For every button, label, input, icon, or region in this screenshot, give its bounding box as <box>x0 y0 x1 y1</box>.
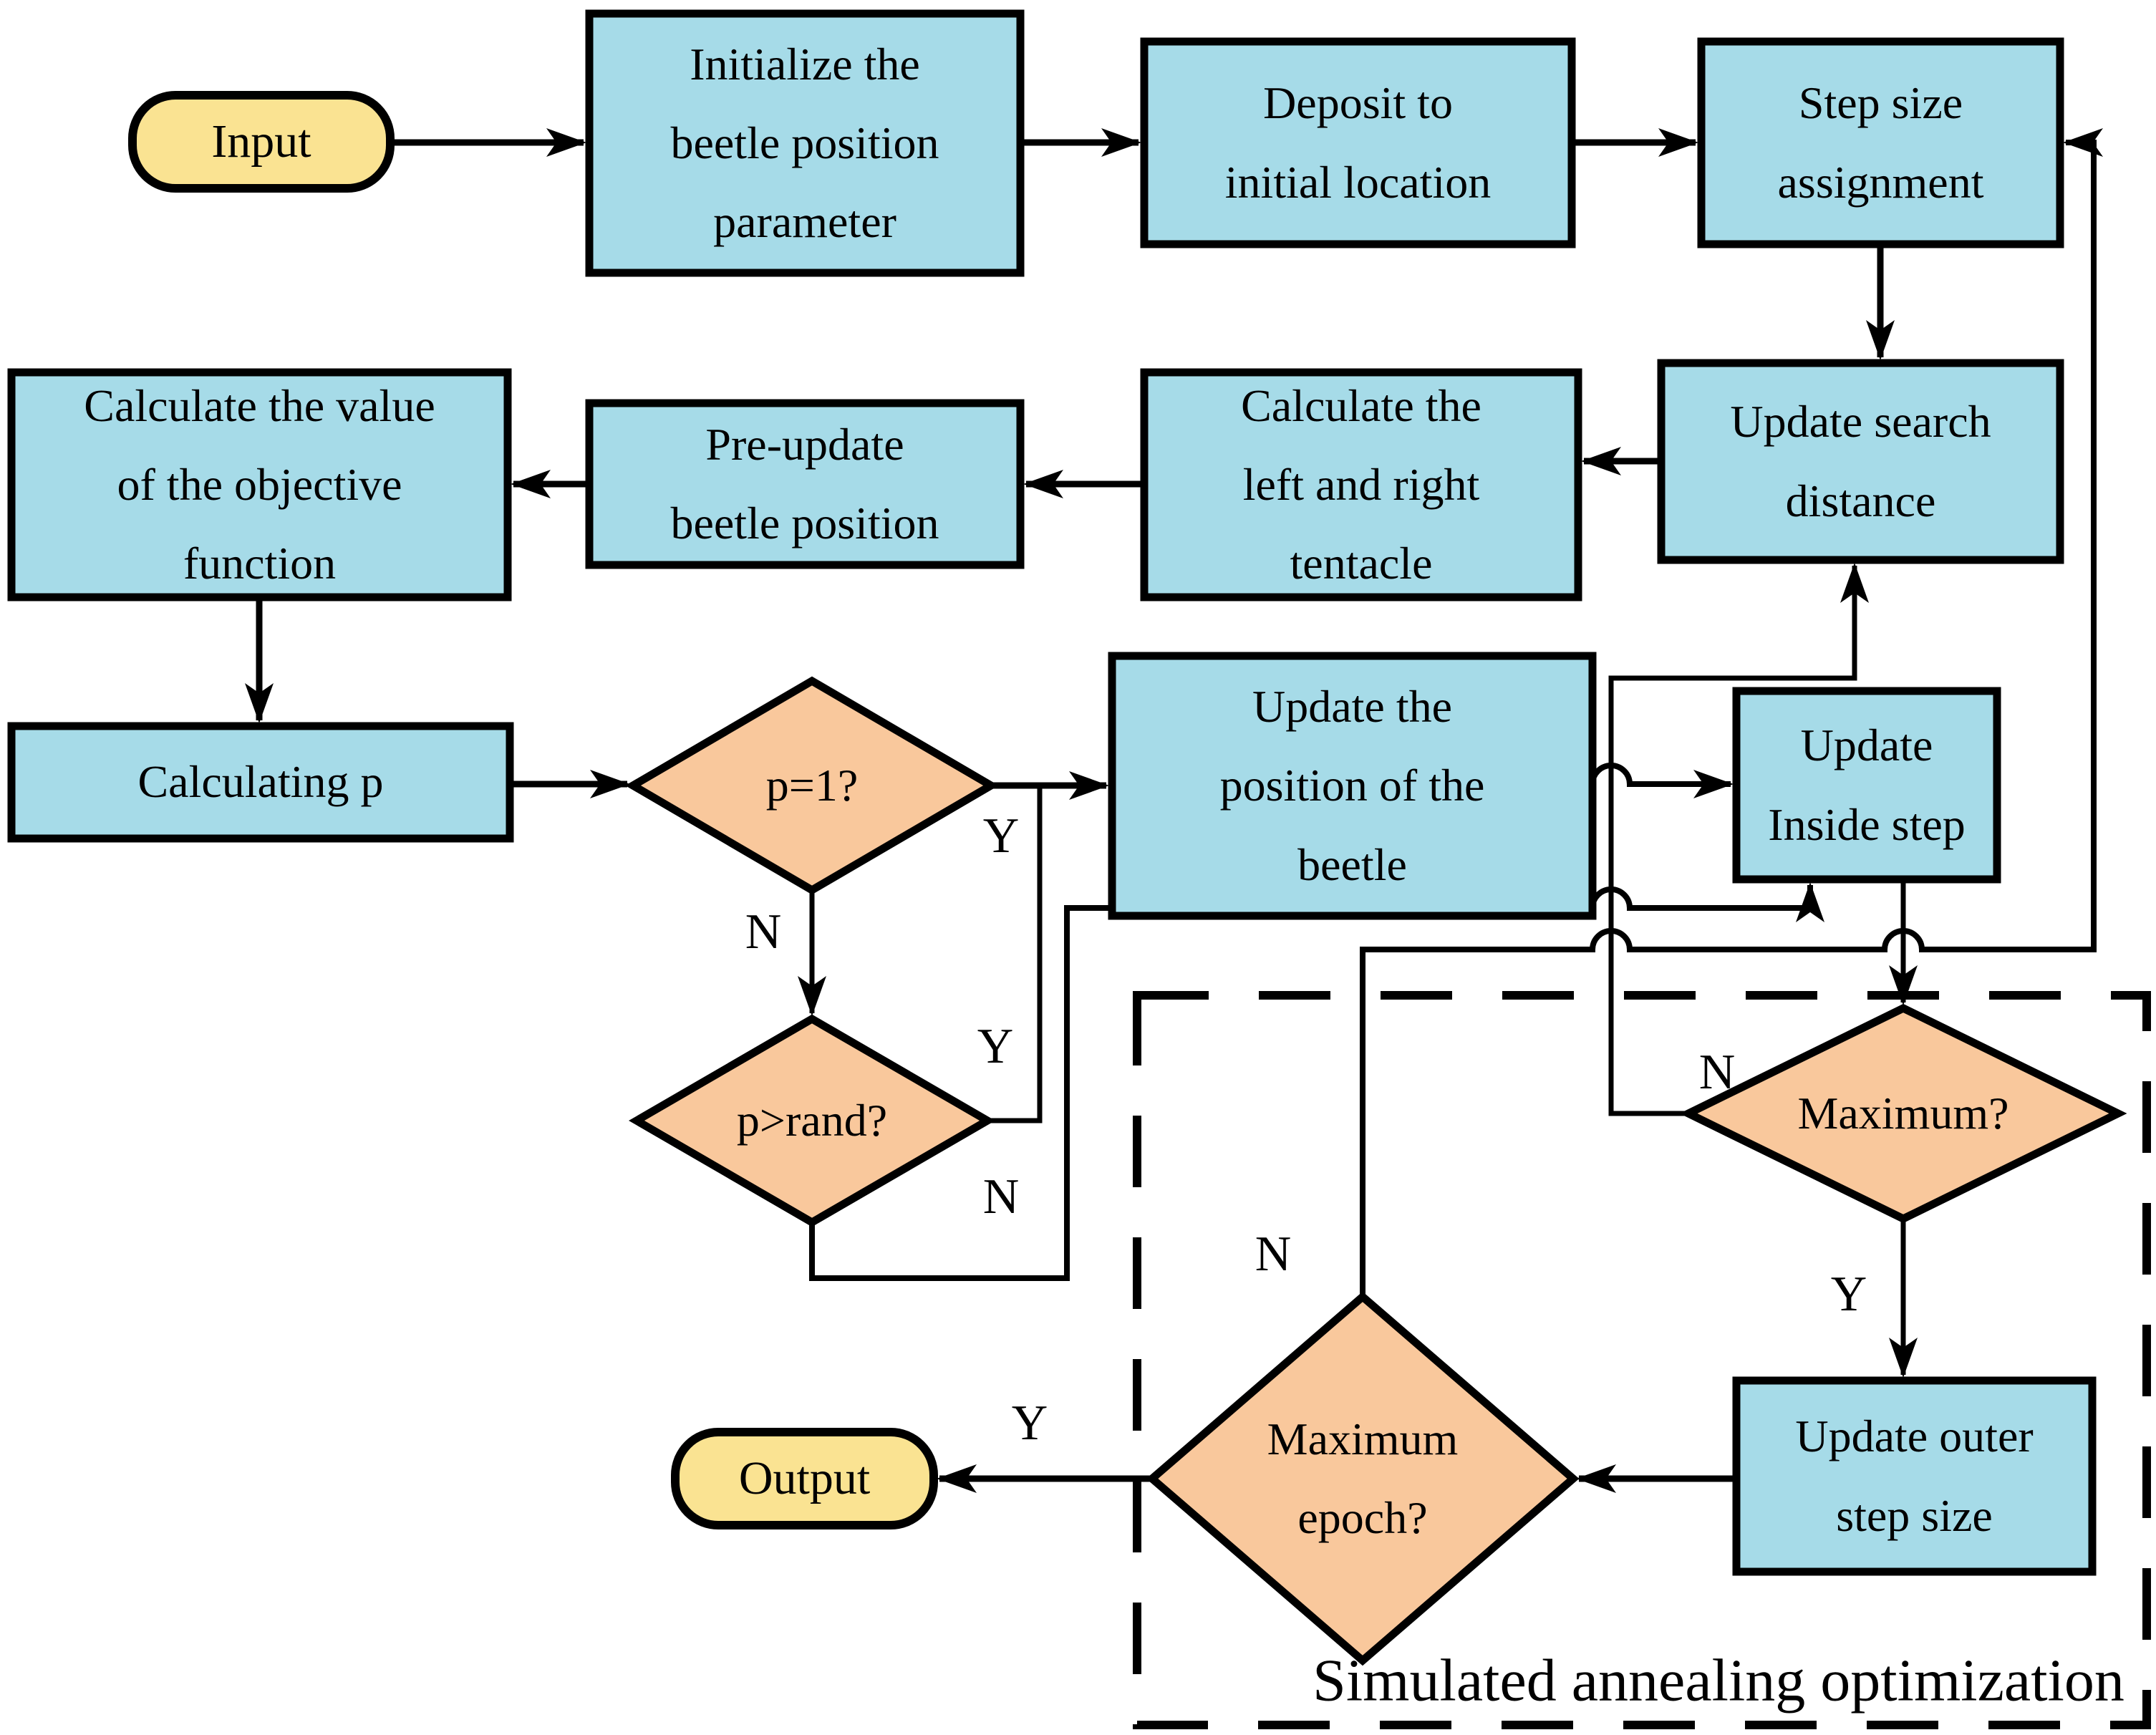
node-update-inside-step <box>1732 687 2001 884</box>
node-decision-p-greater-rand <box>629 1014 995 1227</box>
node-deposit-initial-location <box>1140 37 1576 248</box>
node-calculate-objective-value <box>7 368 512 601</box>
node-calculate-tentacles <box>1140 368 1582 601</box>
node-decision-maximum <box>1679 1003 2127 1224</box>
edge-prand-no-to-insidestep <box>809 882 1824 1281</box>
node-update-outer-step-size <box>1732 1376 2097 1576</box>
node-step-size-assignment <box>1697 37 2064 248</box>
node-decision-p-equals-1 <box>625 676 999 895</box>
edge-maxepoch-no-to-stepsize <box>1360 128 2103 1297</box>
node-preupdate-beetle-position <box>585 399 1025 569</box>
simulated-annealing-region <box>1133 991 2151 1729</box>
node-initialize-beetle-position <box>585 9 1025 277</box>
node-decision-maximum-epoch <box>1146 1291 1580 1666</box>
node-output <box>671 1428 938 1529</box>
node-update-search-distance <box>1657 359 2064 564</box>
node-input <box>128 91 395 193</box>
node-update-beetle-position <box>1108 652 1597 920</box>
edge-prand-yes-merge <box>987 788 1043 1123</box>
node-calculating-p <box>7 722 514 843</box>
edge-maximum-no-to-searchdistance <box>1608 563 1869 1116</box>
